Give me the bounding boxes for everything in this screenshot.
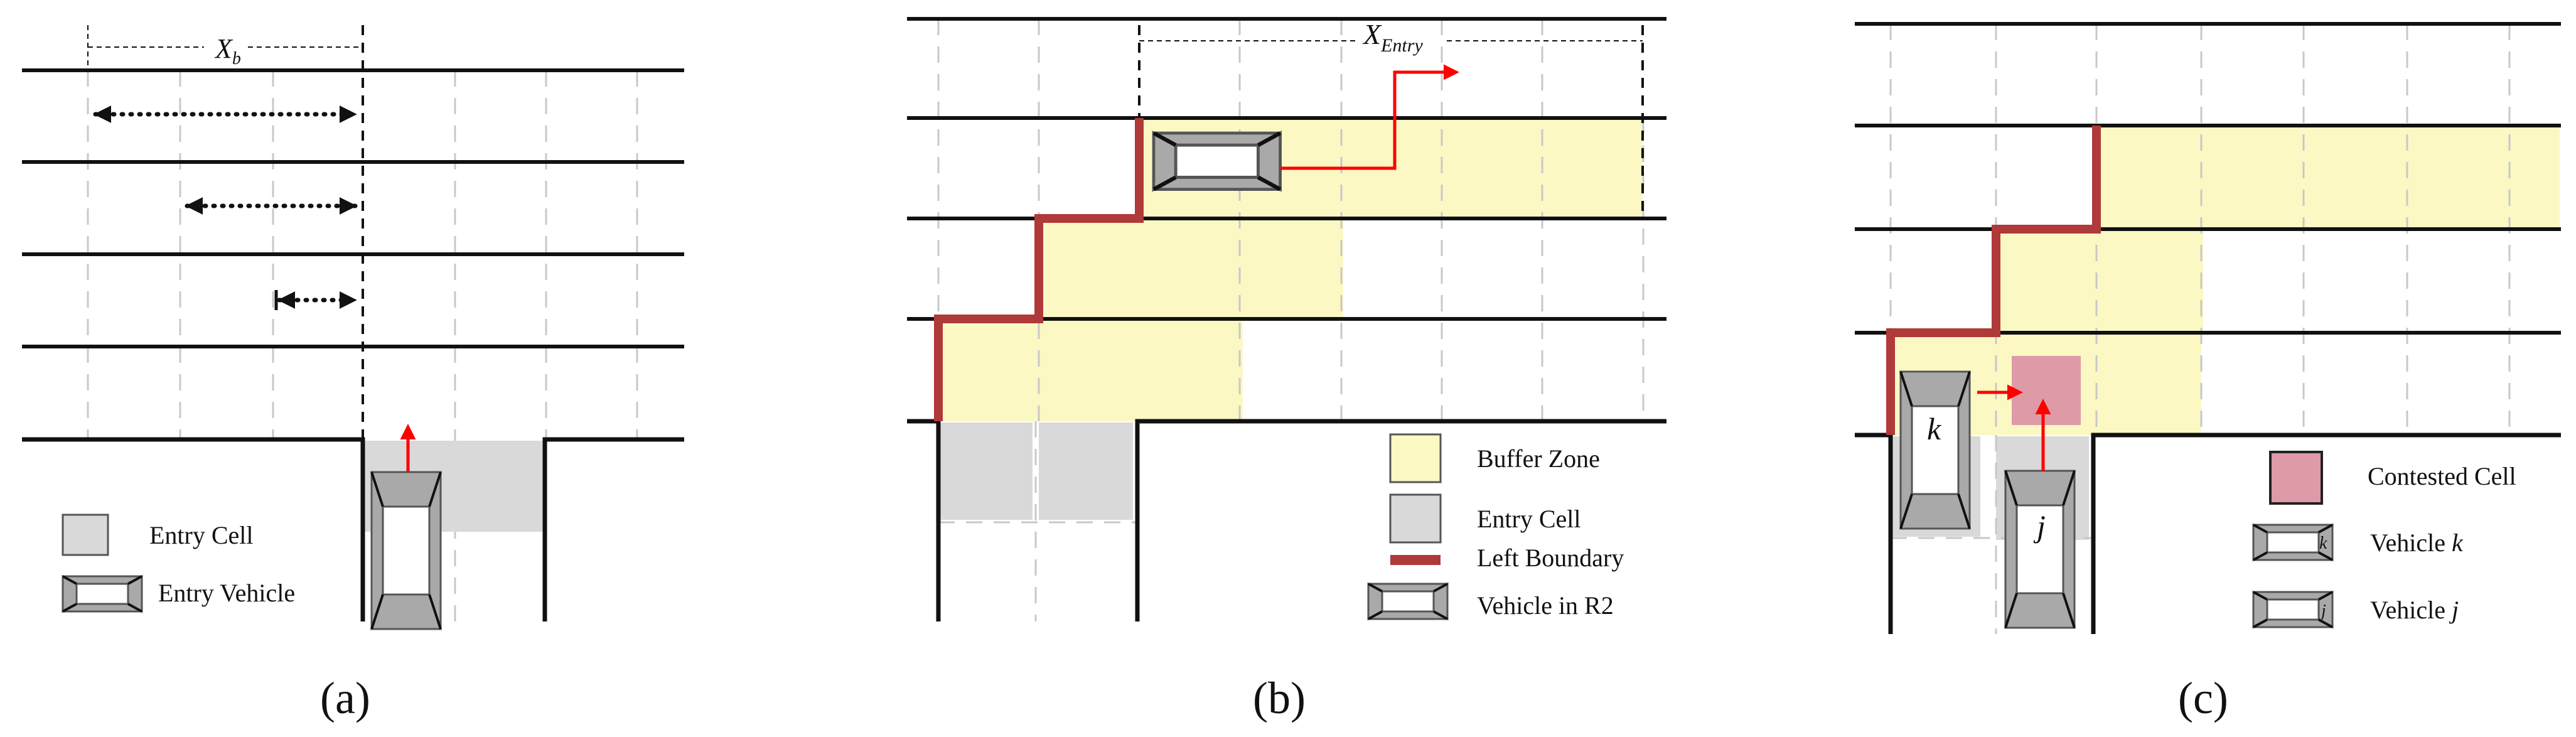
panel-b-vehicle-arrow xyxy=(1280,64,1459,170)
panel-b-legend-entry-swatch xyxy=(1389,493,1442,544)
panel-b-label: (b) xyxy=(1253,673,1306,723)
panel-b-legend-entry-label: Entry Cell xyxy=(1477,505,1581,533)
panel-b-legend-boundary-label: Left Boundary xyxy=(1477,544,1624,572)
panel-a-legend-entry-cell-label: Entry Cell xyxy=(149,521,254,549)
panel-c-left-boundary xyxy=(1886,126,2101,435)
panel-b-vehicle-r2 xyxy=(1154,133,1280,190)
panel-b-legend-buffer-swatch xyxy=(1389,433,1442,483)
panel-b-dimension-label: XEntry xyxy=(1362,18,1423,56)
panel-b: XEntry Buffer Zone Entry Cell Left Bound… xyxy=(907,17,1666,723)
panel-b-buffer-zone xyxy=(938,118,1643,421)
panel-a-legend-vehicle-icon xyxy=(62,575,143,613)
panel-b-legend-buffer-label: Buffer Zone xyxy=(1477,444,1600,473)
panel-a-dimension-label: Xb xyxy=(214,33,241,68)
panel-c-lanes xyxy=(1855,22,2561,634)
panel-c-legend-contested-label: Contested Cell xyxy=(2368,462,2516,490)
panel-c-label: (c) xyxy=(2178,673,2228,723)
panel-c-vehicle-j xyxy=(2004,470,2076,629)
panel-a-legend-entry-cell-swatch xyxy=(62,514,109,556)
svg-text:k: k xyxy=(2319,534,2327,553)
panel-c-legend-vehicle-k-label: Vehicle k xyxy=(2370,529,2464,557)
panel-a-label: (a) xyxy=(320,673,370,723)
panel-c-contested-cell xyxy=(2012,356,2081,425)
svg-text:j: j xyxy=(2319,601,2326,621)
panel-b-entry-cells xyxy=(938,422,1133,520)
panel-c-vehicle-k-mark: k xyxy=(1927,411,1941,446)
panel-c-legend-vehicle-j-label: Vehicle j xyxy=(2370,596,2459,624)
panel-b-legend-vehicle-label: Vehicle in R2 xyxy=(1477,591,1614,620)
panel-c: k j Contested Cell k Vehicle k j Vehicle… xyxy=(1855,22,2561,723)
panel-c-buffer-zone xyxy=(1891,126,2560,435)
panel-b-left-boundary xyxy=(934,118,1144,421)
panel-a-lanes xyxy=(22,68,684,621)
panel-b-legend-boundary-swatch xyxy=(1390,555,1441,565)
panel-a-entry-vehicle xyxy=(370,471,442,630)
panel-b-legend-vehicle-icon xyxy=(1367,583,1449,620)
panel-c-vehicle-k xyxy=(1899,370,1971,530)
panel-a: Xb Entry Cell Entry Vehicle (a) xyxy=(22,25,684,723)
panel-a-legend-vehicle-label: Entry Vehicle xyxy=(158,579,295,607)
panel-c-legend-contested-swatch xyxy=(2269,451,2323,505)
